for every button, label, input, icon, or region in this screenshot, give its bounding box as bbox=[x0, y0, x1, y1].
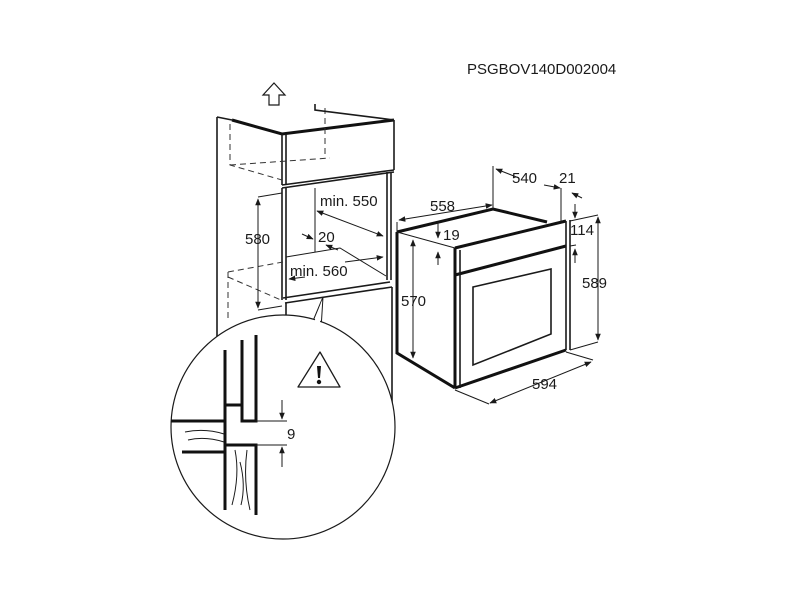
cabinet-height-label: 580 bbox=[245, 231, 270, 248]
cabinet-width-label: min. 560 bbox=[290, 263, 348, 280]
control-panel-label: 114 bbox=[570, 222, 594, 239]
product-code: PSGBOV140D002004 bbox=[467, 61, 616, 78]
total-height-label: 589 bbox=[582, 275, 607, 292]
gap-label: 9 bbox=[287, 426, 295, 443]
cabinet-depth-label: min. 550 bbox=[320, 193, 378, 210]
front-thickness-label: 21 bbox=[559, 170, 576, 187]
top-offset-label: 19 bbox=[443, 227, 460, 244]
detail-callout: 9 bbox=[170, 296, 396, 540]
rear-gap-label: 20 bbox=[318, 229, 335, 246]
oven-depth-label: 558 bbox=[430, 198, 455, 215]
oven-body-height-label: 570 bbox=[401, 293, 426, 310]
warning-triangle-icon bbox=[297, 351, 341, 388]
oven-body-depth-label: 540 bbox=[512, 170, 537, 187]
oven: 558 540 21 19 114 589 570 594 bbox=[395, 166, 607, 405]
oven-width-label: 594 bbox=[532, 376, 557, 393]
up-arrow-icon bbox=[261, 82, 287, 106]
